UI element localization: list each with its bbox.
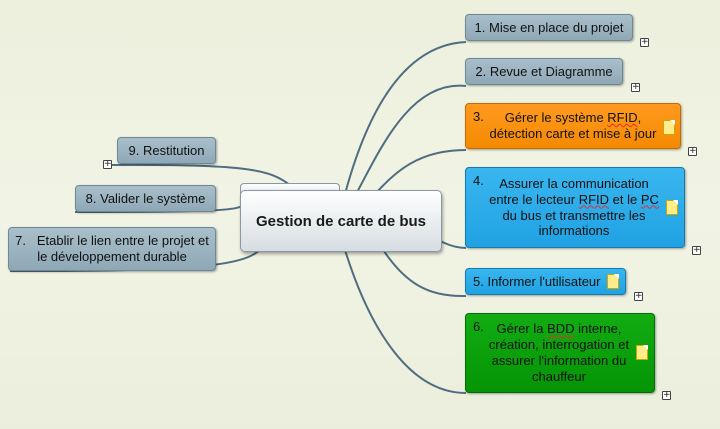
note-icon[interactable]: [666, 200, 678, 215]
node-7-label: 7. Etablir le lien entre le projet et le…: [15, 233, 209, 264]
plus-icon[interactable]: +: [631, 82, 640, 92]
node-8[interactable]: 8. Valider le système: [75, 185, 216, 212]
node-5-number: 5.: [473, 273, 484, 289]
link-node-5: [379, 244, 467, 298]
central-topic[interactable]: [240, 190, 442, 252]
note-icon[interactable]: [663, 120, 675, 135]
plus-icon[interactable]: +: [634, 291, 643, 301]
node-1-label: Mise en place du projet: [489, 19, 624, 35]
node-5[interactable]: 5. Informer l'utilisateur: [465, 268, 626, 295]
node-2-label: Revue et Diagramme: [489, 63, 613, 79]
link-node-6: [344, 249, 467, 394]
node-1-number: 1.: [474, 19, 486, 35]
node-3-label: Gérer le système RFID, détection carte e…: [489, 110, 657, 141]
node-1[interactable]: 1. Mise en place du projet: [465, 14, 633, 41]
plus-icon[interactable]: +: [640, 37, 649, 47]
node-6[interactable]: 6. Gérer la BDD interne, création, inter…: [465, 313, 655, 393]
link-node-9: [109, 163, 291, 186]
node-2-number: 2.: [475, 63, 487, 79]
plus-icon[interactable]: +: [688, 146, 697, 156]
note-icon[interactable]: [636, 345, 648, 360]
node-5-label: Informer l'utilisateur: [487, 273, 601, 289]
node-4-number: 4.: [473, 173, 484, 188]
node-3[interactable]: 3. Gérer le système RFID, détection cart…: [465, 103, 681, 149]
node-9-label: Restitution: [143, 142, 205, 158]
node-9[interactable]: 9. Restitution: [117, 137, 216, 164]
node-3-number: 3.: [473, 109, 484, 124]
node-4[interactable]: 4. Assurer la communication entre le lec…: [465, 167, 685, 248]
note-icon[interactable]: [607, 274, 619, 289]
central-topic-label: Gestion de carte de bus: [255, 212, 427, 230]
plus-icon[interactable]: +: [103, 159, 112, 169]
plus-icon[interactable]: +: [692, 245, 701, 255]
node-9-number: 9.: [128, 142, 140, 158]
node-6-label: Gérer la BDD interne, création, interrog…: [488, 321, 630, 384]
node-8-number: 8.: [85, 190, 97, 206]
node-4-label: Assurer la communication entre le lecteu…: [489, 175, 659, 239]
node-6-number: 6.: [473, 319, 484, 334]
node-8-label: Valider le système: [100, 190, 206, 206]
node-7[interactable]: 7. Etablir le lien entre le projet et le…: [8, 227, 216, 271]
node-2[interactable]: 2. Revue et Diagramme: [465, 58, 623, 85]
link-node-2: [354, 84, 467, 197]
link-node-1: [344, 41, 467, 195]
plus-icon[interactable]: +: [662, 390, 671, 400]
